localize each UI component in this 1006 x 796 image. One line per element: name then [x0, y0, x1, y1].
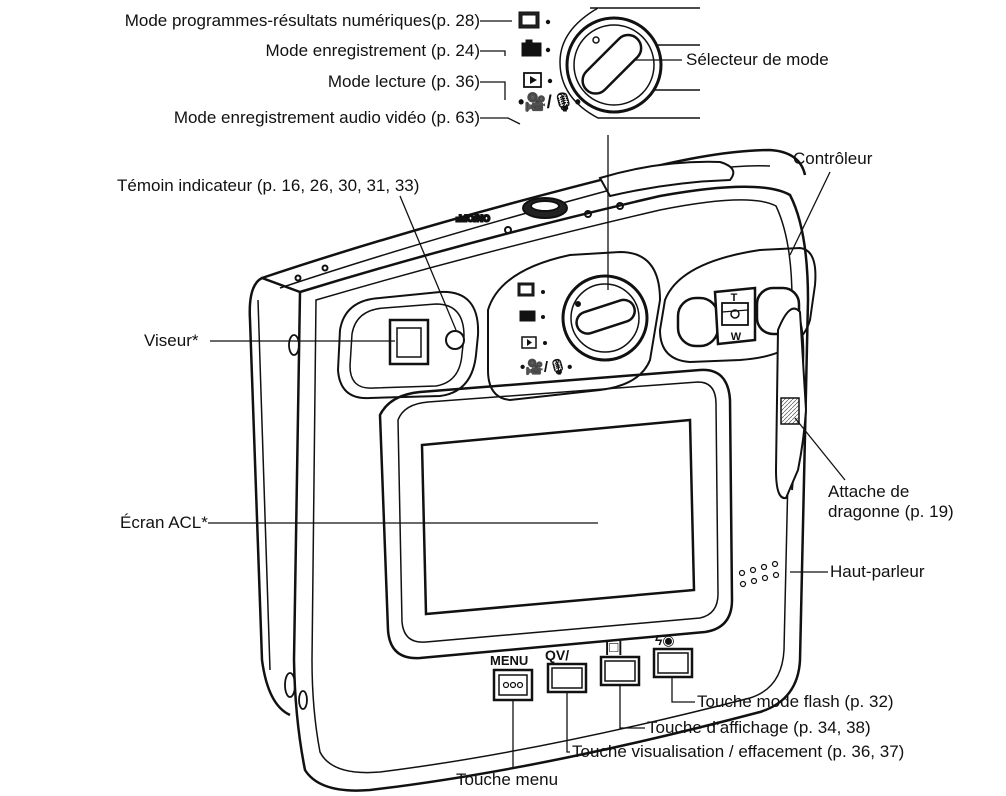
side-screws — [284, 334, 308, 710]
bottom-buttons: MENU QV/ |□| ϟ◉ — [490, 632, 694, 702]
label-mode-recording: Mode enregistrement (p. 24) — [265, 41, 481, 60]
svg-text:W: W — [731, 331, 742, 343]
strap-attachment — [774, 307, 808, 500]
label-indicator-lamp: Témoin indicateur (p. 16, 26, 30, 31, 33… — [117, 176, 420, 195]
label-mode-programs: Mode programmes-résultats numériques(p. … — [124, 11, 480, 30]
svg-text:|□|: |□| — [605, 639, 622, 656]
label-viewfinder: Viseur* — [144, 331, 199, 350]
svg-text:QV/: QV/ — [545, 647, 569, 663]
label-speaker: Haut-parleur — [830, 562, 925, 581]
label-qv-delete-button: Touche visualisation / effacement (p. 36… — [572, 742, 905, 761]
svg-text:•🎥/🎙•: •🎥/🎙• — [520, 358, 572, 376]
label-mode-selector: Sélecteur de mode — [686, 50, 829, 69]
speaker-holes — [738, 560, 780, 588]
selector-inset: •🎥/🎙• — [518, 7, 700, 119]
label-mode-movie: Mode enregistrement audio vidéo (p. 63) — [173, 108, 480, 127]
svg-text:ϟ◉: ϟ◉ — [655, 632, 675, 648]
label-controller: Contrôleur — [793, 149, 873, 168]
lcd-screen — [378, 368, 734, 660]
label-mode-playback: Mode lecture (p. 36) — [327, 72, 480, 91]
svg-text:T: T — [731, 292, 738, 304]
label-display-button: Touche d’affichage (p. 34, 38) — [647, 718, 871, 737]
label-strap-eyelet: Attache de dragonne (p. 19) — [828, 482, 954, 521]
label-lcd-monitor: Écran ACL* — [120, 513, 208, 532]
leader-lines — [208, 20, 846, 768]
mode-dial: •🎥/🎙• — [487, 250, 662, 402]
label-flash-button: Touche mode flash (p. 32) — [697, 692, 894, 711]
svg-text:•🎥/🎙•: •🎥/🎙• — [518, 91, 581, 112]
controller: T W — [658, 246, 817, 364]
svg-text:MENU: MENU — [490, 653, 528, 668]
svg-text:ON/OFF: ON/OFF — [456, 213, 490, 223]
top-controls: ON/OFF — [294, 160, 735, 282]
label-menu-button: Touche menu — [456, 770, 559, 789]
viewfinder — [336, 290, 480, 400]
